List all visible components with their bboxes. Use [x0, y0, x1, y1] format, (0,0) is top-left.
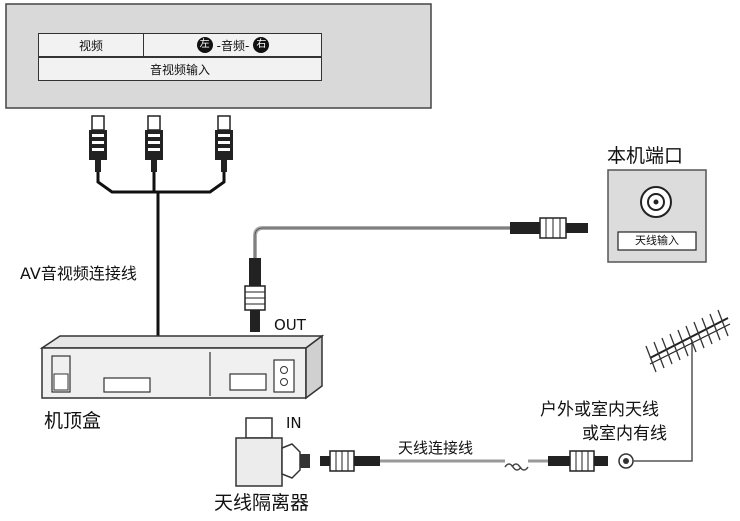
rca-plugs: [89, 115, 233, 172]
rca-plug-audio-right: [215, 115, 233, 172]
antenna-input-label: 天线输入: [635, 234, 679, 247]
coax-out-cable: [253, 226, 510, 258]
set-top-box: [39, 334, 325, 400]
antenna-source-label-line1: 户外或室内天线: [540, 400, 659, 420]
audio-group: 左 -音频- 右: [145, 34, 321, 56]
tv-panel-bottom-row: 音视频输入: [38, 57, 322, 81]
out-port-label: OUT: [274, 316, 306, 334]
antenna-isolator: [235, 417, 310, 487]
antenna-source-label-line2: 或室内有线: [582, 424, 667, 444]
antenna: [633, 309, 731, 462]
out-connector: [244, 258, 266, 332]
tv-jack-connector: [510, 217, 588, 239]
set-top-box-label: 机顶盒: [44, 410, 102, 432]
antenna-cable: [320, 450, 634, 472]
video-label: 视频: [39, 34, 144, 56]
av-cable-label: AV音视频连接线: [20, 264, 137, 283]
antenna-isolator-label: 天线隔离器: [214, 492, 310, 514]
antenna-cable-label: 天线连接线: [398, 439, 474, 457]
jack-panel-title: 本机端口: [607, 145, 684, 167]
av-input-label: 音视频输入: [149, 62, 210, 77]
audio-left-badge: 左: [196, 37, 213, 53]
tv-jack-panel: [607, 169, 707, 263]
in-port-label: IN: [286, 414, 302, 432]
av-cable: [96, 172, 226, 337]
rca-plug-video: [89, 115, 107, 172]
rca-plug-audio-left: [145, 115, 163, 172]
audio-right-badge: 右: [253, 37, 270, 53]
audio-label: -音频-: [216, 38, 250, 53]
tv-panel-top-row: 视频 左 -音频- 右: [38, 33, 322, 57]
